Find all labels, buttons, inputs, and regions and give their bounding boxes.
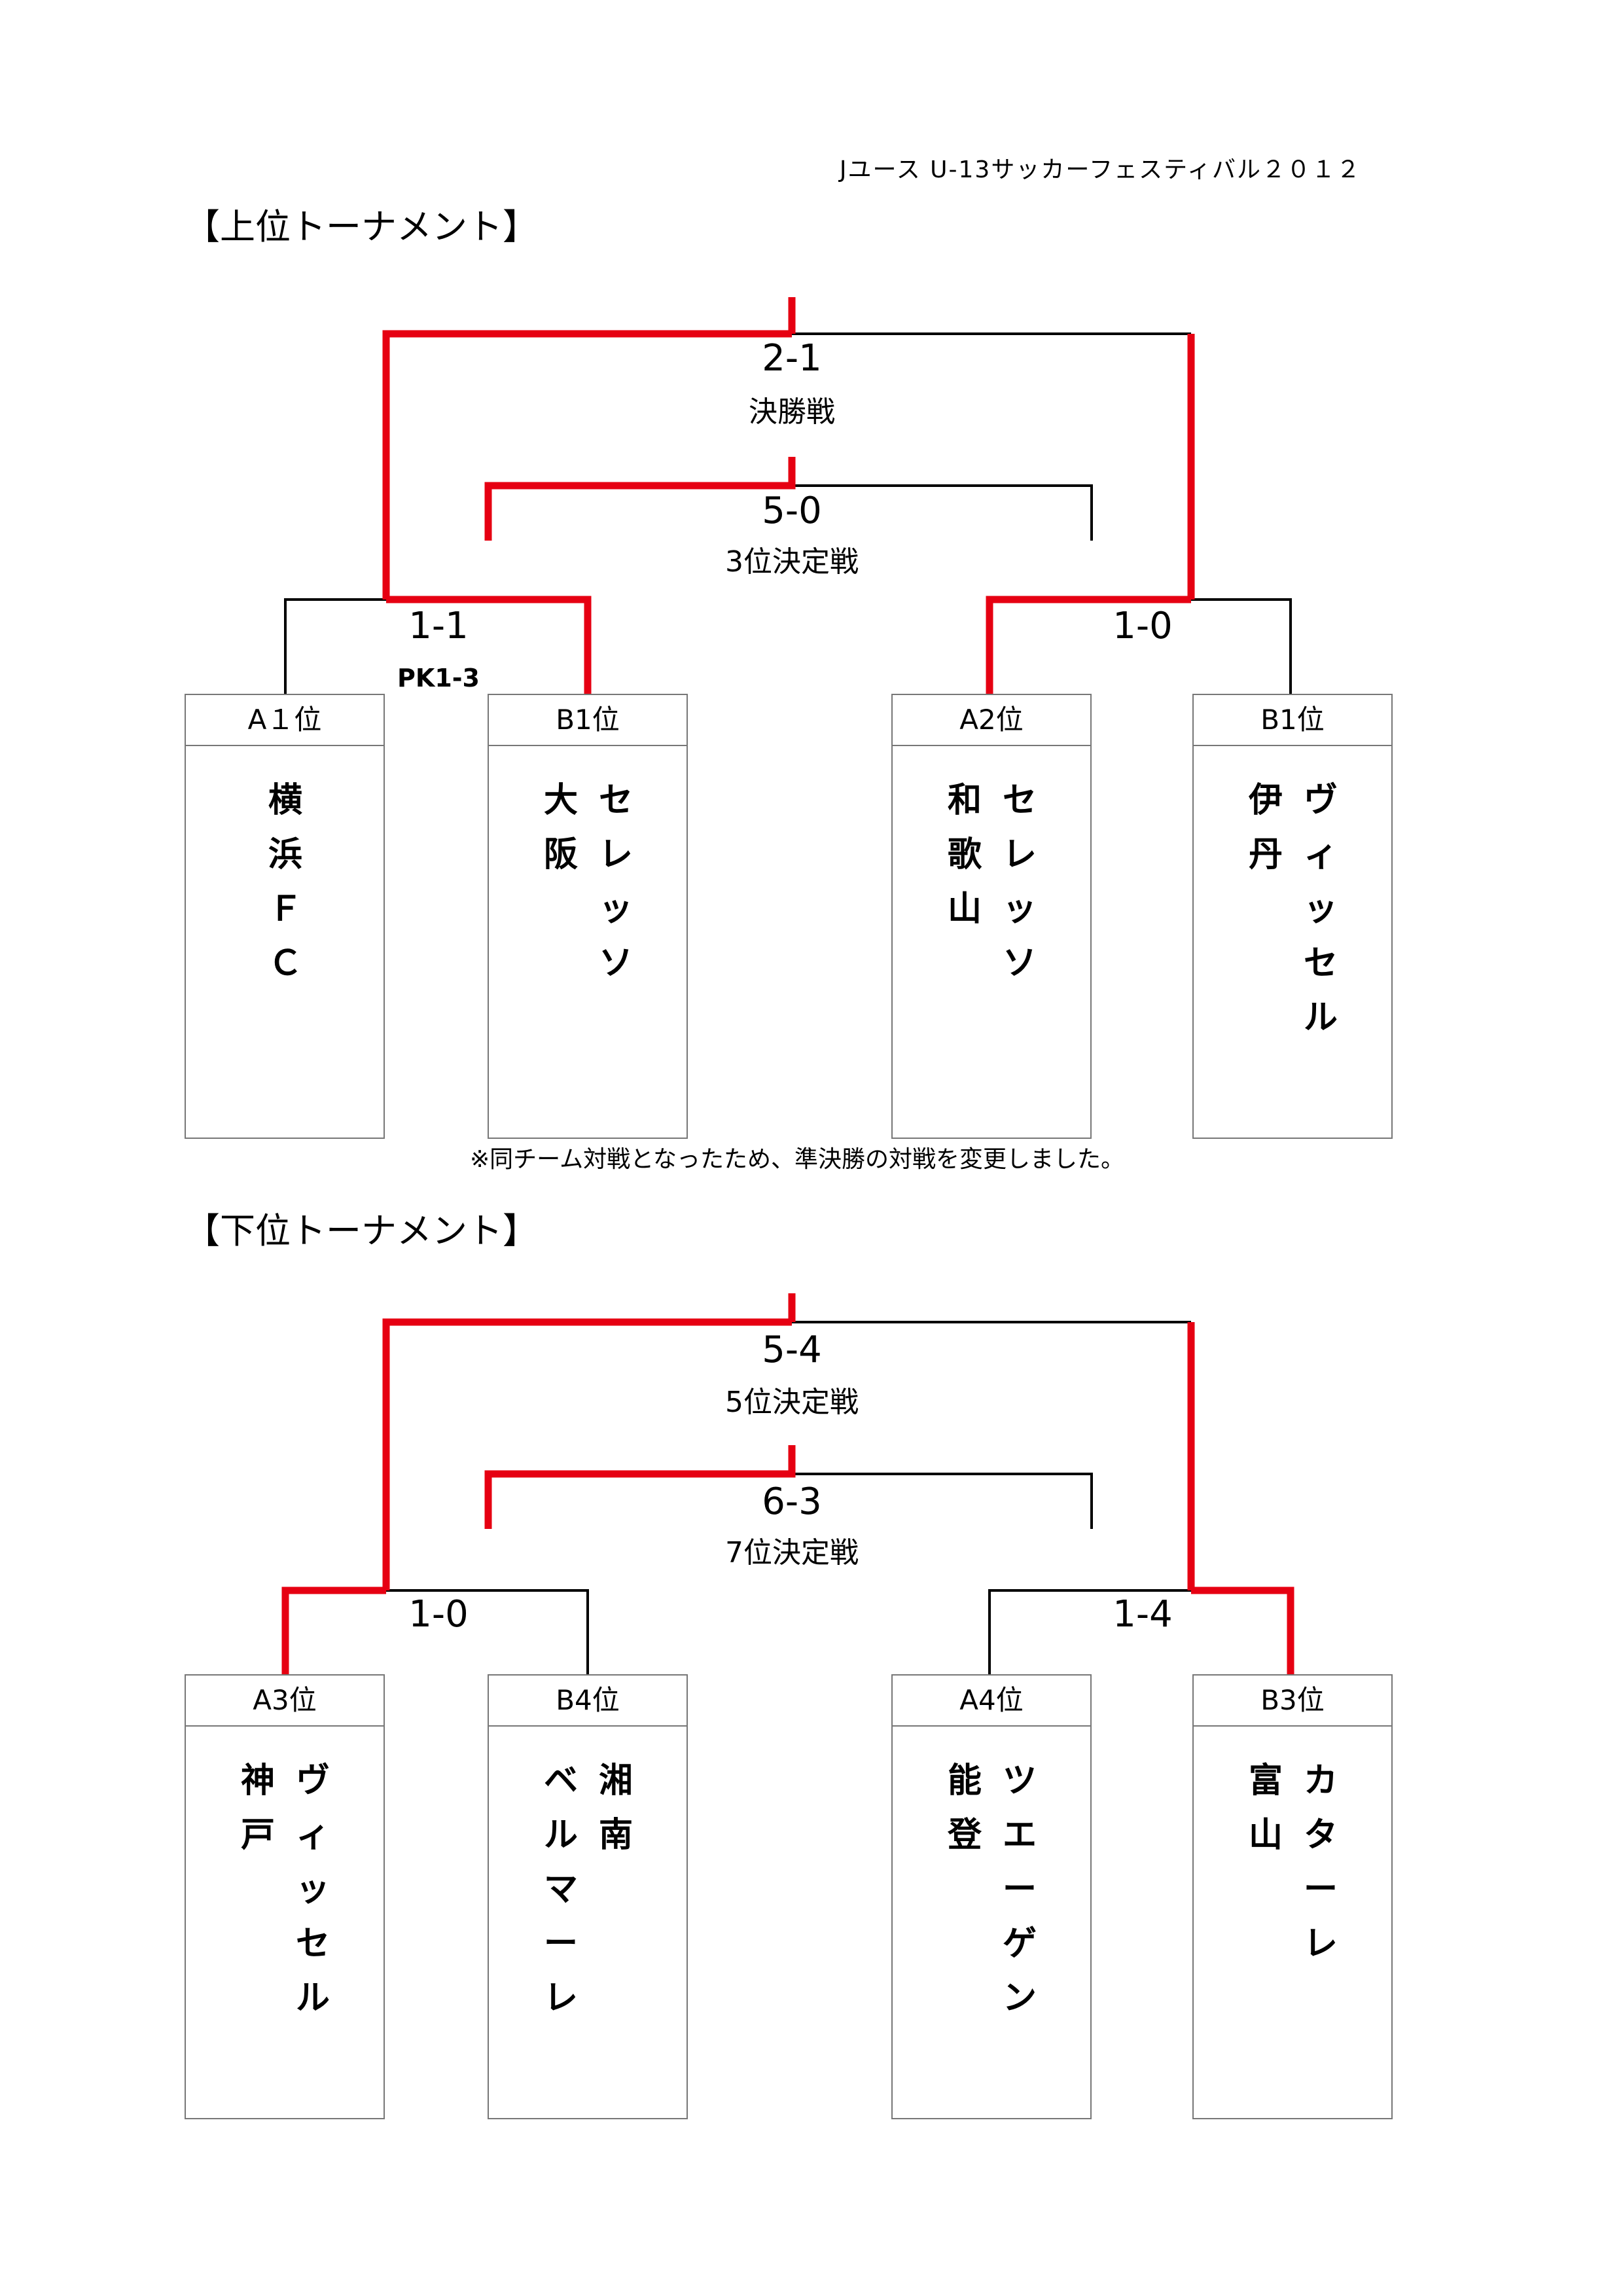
final-line-left	[382, 330, 792, 600]
seed-label: B1位	[489, 695, 687, 746]
third-place-label: 3位決定戦	[725, 545, 859, 579]
fifth-place-label: 5位決定戦	[725, 1386, 859, 1419]
team-box-b4: B4位 ベルマーレ 湘南	[488, 1674, 688, 2119]
team-box-a2: A2位 和歌山 セレッソ	[891, 694, 1092, 1139]
semi-right-line-a4	[988, 1589, 1191, 1674]
third-place-score: 5-0	[762, 490, 822, 532]
document-title: Jユース U-13サッカーフェスティバル２０１２	[839, 156, 1361, 183]
team-name-line: セレッソ	[599, 781, 633, 983]
lower-semi-left-score: 1-0	[408, 1593, 469, 1636]
semi-left-line-b4	[386, 1589, 589, 1674]
team-name-line: 和歌山	[948, 781, 982, 929]
team-box-b1-left: B1位 大阪 セレッソ	[488, 694, 688, 1139]
fifth-line-left	[382, 1318, 792, 1590]
third-line	[484, 457, 796, 541]
team-box-a1: A１位 横浜ＦＣ	[185, 694, 385, 1139]
seed-label: B4位	[489, 1676, 687, 1727]
seed-label: B1位	[1194, 695, 1391, 746]
seventh-line-right	[792, 1473, 1093, 1529]
lower-bracket-lines	[281, 1293, 1294, 1674]
seed-label: A4位	[893, 1676, 1090, 1727]
third-line-right	[792, 484, 1093, 541]
lower-semi-right-score: 1-4	[1113, 1593, 1173, 1636]
semi-left-winner	[281, 1587, 386, 1674]
team-name-line: 伊丹	[1249, 781, 1283, 874]
seed-label: A2位	[893, 695, 1090, 746]
semi-left-score: 1-1	[408, 605, 469, 647]
semi-left-line-a1	[284, 598, 386, 694]
upper-bracket-lines	[284, 297, 1292, 694]
team-name-line: 大阪	[544, 781, 579, 874]
team-name-line: 湘南	[599, 1761, 633, 1855]
seed-label: B3位	[1194, 1676, 1391, 1727]
team-name-line: ヴィッセル	[296, 1761, 330, 2018]
semi-right-winner	[1191, 1587, 1294, 1674]
seventh-line	[484, 1445, 796, 1529]
semi-right-winner	[986, 596, 1191, 694]
team-name-line: ベルマーレ	[544, 1761, 579, 2018]
schedule-change-note: ※同チーム対戦となったため、準決勝の対戦を変更しました。	[470, 1146, 1125, 1173]
team-box-b3: B3位 富山 カターレ	[1192, 1674, 1393, 2119]
final-label: 決勝戦	[749, 395, 835, 429]
team-name-line: ツエーゲン	[1003, 1761, 1037, 2018]
semi-left-pk: PK1-3	[397, 664, 480, 692]
semi-right-score: 1-0	[1113, 605, 1173, 647]
fifth-place-score: 5-4	[762, 1329, 822, 1371]
team-name: 横浜ＦＣ	[268, 781, 303, 983]
lower-tournament-title: 【下位トーナメント】	[185, 1210, 538, 1251]
upper-tournament-title: 【上位トーナメント】	[185, 206, 538, 247]
team-name-line: 能登	[948, 1761, 982, 1855]
team-name-line: 神戸	[241, 1761, 276, 1855]
team-name-line: 富山	[1249, 1761, 1283, 1855]
seventh-place-label: 7位決定戦	[725, 1536, 859, 1570]
final-score: 2-1	[762, 337, 822, 380]
team-name-line: カターレ	[1304, 1761, 1338, 1964]
semi-left-winner	[386, 596, 592, 694]
seed-label: A１位	[186, 695, 383, 746]
seventh-place-score: 6-3	[762, 1480, 822, 1523]
seed-label: A3位	[186, 1676, 383, 1727]
team-name-line: セレッソ	[1003, 781, 1037, 983]
team-box-b1-right: B1位 伊丹 ヴィッセル	[1192, 694, 1393, 1139]
team-box-a3: A3位 神戸 ヴィッセル	[185, 1674, 385, 2119]
team-name-line: ヴィッセル	[1304, 781, 1338, 1037]
team-box-a4: A4位 能登 ツエーゲン	[891, 1674, 1092, 2119]
semi-right-line-b1	[1191, 598, 1292, 694]
